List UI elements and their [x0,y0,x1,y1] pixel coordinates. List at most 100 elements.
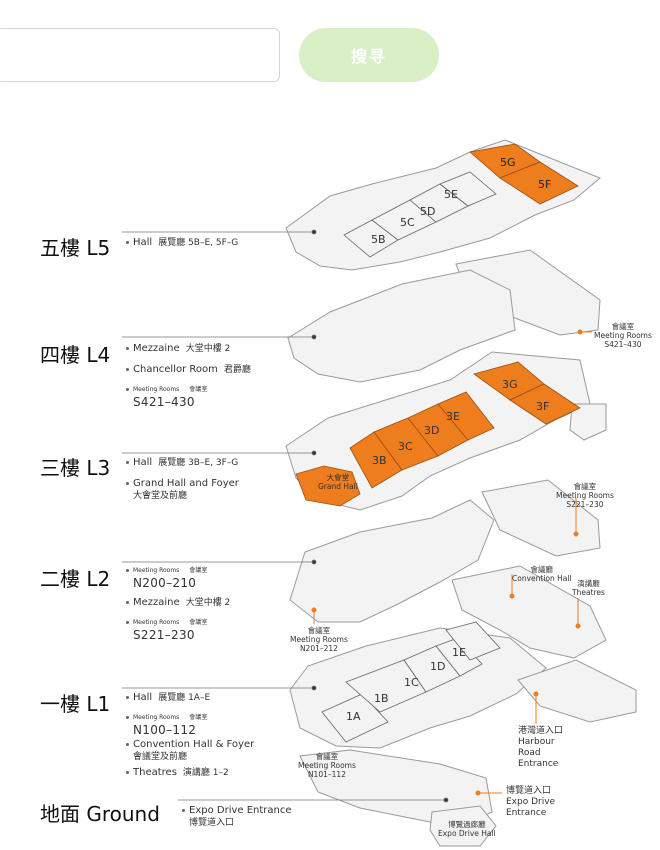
callout-l1-meeting: 會議室 Meeting Rooms N101–112 [298,752,356,779]
floor-l4-plan [287,269,516,383]
floor-title-l3[interactable]: 三樓 L3 [40,456,111,480]
floor-title-l2[interactable]: 二樓 L2 [40,567,111,591]
search-button[interactable]: 搜寻 [299,28,439,82]
hall-grand[interactable] [295,465,361,507]
callout-l3-grand: 大會堂 Grand Hall [318,473,358,491]
hall-1d[interactable] [435,637,483,677]
bullet-dot [126,240,129,244]
hall-label: 5E [444,188,458,201]
callout-value: S421–430 [604,340,642,349]
callout-en: Entrance [506,808,547,818]
facility-item[interactable]: Grand Hall and Foyer 大會堂及前廳 [126,477,239,503]
bullet-dot [126,695,129,699]
callout-expo-hall: 博覽過廊廳 Expo Drive Hall [438,820,496,838]
facility-label: Convention Hall & Foyer [133,739,255,750]
callout-en: Entrance [518,759,559,769]
facility-item[interactable]: Meeting Rooms 會議室 N200–210 [126,564,207,590]
callout-en: Meeting Rooms [556,491,614,500]
callout-harbour-entrance: 港灣道入口 Harbour Road Entrance [518,726,563,770]
hall-label: 3C [398,440,413,453]
facility-caption: Meeting Rooms [133,619,180,626]
bullet-dot [126,716,129,719]
callout-zh: 會議室 [315,752,339,761]
facility-item[interactable]: Expo Drive Entrance 博覽道入口 [182,804,292,830]
bullet-dot [126,600,129,604]
callout-expo-entrance: 博覽道入口 Expo Drive Entrance [506,786,555,819]
floor-l2-annex [481,479,601,557]
floor-title-ground[interactable]: 地面 Ground [40,802,160,826]
search-input[interactable] [0,29,307,81]
callout-zh: 會議室 [611,322,635,331]
callout-en: Harbour [518,737,555,747]
bullet-dot [126,742,129,746]
callout-en: Road [518,748,541,758]
floor-title-l4[interactable]: 四樓 L4 [40,343,111,367]
facility-item[interactable]: Convention Hall & Foyer 會議堂及前廳 [126,738,254,764]
callout-value: N101–112 [307,770,346,779]
hall-5f[interactable] [499,161,579,205]
hall-label: 1C [404,676,419,689]
hall-3e[interactable] [437,391,495,441]
callout-en: Meeting Rooms [298,761,356,770]
facility-label: Grand Hall and Foyer [133,478,239,489]
facility-caption-zh: 會議室 [189,567,208,574]
callout-zh: 港灣道入口 [518,726,564,736]
callout-zh: 博覽道入口 [506,786,552,796]
bullet-dot [126,770,129,774]
facility-value: N100–112 [133,723,197,737]
hall-3f[interactable] [509,383,581,425]
bullet-dot [126,621,129,624]
floor-title-l5[interactable]: 五樓 L5 [40,236,111,260]
floor-l3-wing [569,403,607,441]
hall-1a[interactable] [321,693,389,743]
facility-label: Mezzaine [133,597,180,608]
callout-l2-convention: 會議廳 Convention Hall [512,565,572,583]
callout-l2-meeting-s: 會議室 Meeting Rooms S221–230 [556,482,614,509]
facility-item[interactable]: Mezzaine 大堂中樓 2 [126,596,230,610]
callout-en: Convention Hall [512,574,572,583]
hall-5e[interactable] [439,171,497,207]
facility-label: Theatres [133,767,177,778]
facility-value: S421–430 [133,395,195,409]
callout-en: Meeting Rooms [594,331,652,340]
hall-label: 1D [430,660,446,673]
facility-caption: Meeting Rooms [133,567,180,574]
facility-label-zh: 會議堂及前廳 [133,752,188,762]
callout-value: N201–212 [299,644,338,653]
hall-label: 3F [536,400,550,413]
callout-en: Expo Drive [506,797,556,807]
facility-label-zh: 大會堂及前廳 [133,491,188,501]
hall-label: 5D [420,205,436,218]
callout-zh: 演講廳 [577,579,600,588]
hall-label: 3G [502,378,518,391]
hall-label: 1B [374,692,389,705]
callout-en: Grand Hall [318,482,358,491]
hall-label: 5C [400,216,415,229]
hall-label: 5B [371,233,386,246]
hall-1e[interactable] [445,621,501,661]
hall-label: 1A [346,710,361,723]
facility-label: Hall [133,457,153,468]
callout-en: Expo Drive Hall [438,829,496,838]
facility-label: Hall [133,237,153,248]
facility-value: N200–210 [133,576,197,590]
facility-label-zh: 大堂中樓 2 [185,598,231,608]
facility-caption-zh: 會議室 [189,714,208,721]
search-field[interactable] [0,28,307,82]
floor-title-l1[interactable]: 一樓 L1 [40,692,111,716]
bullet-dot [126,367,129,371]
hall-label: 3E [446,410,460,423]
facility-label: Mezzaine [133,343,180,354]
hall-label: 3D [424,424,440,437]
facility-label-zh: 博覽道入口 [189,818,235,828]
